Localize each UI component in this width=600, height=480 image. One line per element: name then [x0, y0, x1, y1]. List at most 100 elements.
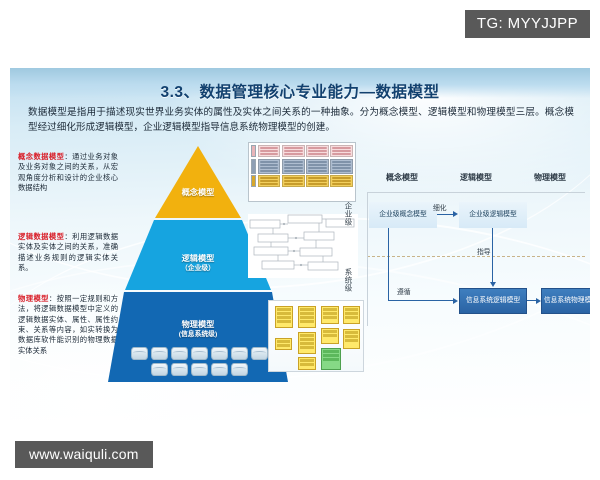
- schema-entity-box-highlight: [321, 348, 341, 370]
- annotation-physical-model: 物理模型：按照一定规则和方法，将逻辑数据模型中定义的逻辑数据实体、属性、属性约束…: [18, 294, 118, 356]
- database-icon: [250, 347, 268, 360]
- table-thumb-cell: [281, 158, 305, 174]
- database-icon: [210, 347, 228, 360]
- pyramid-level-logic: [125, 220, 271, 290]
- table-thumb-cells: [257, 175, 353, 187]
- table-thumb-row: [251, 175, 353, 187]
- flow-node-enterprise-concept[interactable]: 企业级概念模型: [369, 202, 437, 228]
- flow-node-system-physical[interactable]: 信息系统物理模型: [541, 288, 590, 314]
- annotation-separator: ：: [48, 294, 57, 303]
- database-icon: [130, 347, 148, 360]
- flow-divider-middle: [367, 256, 585, 257]
- database-icon: [210, 363, 228, 376]
- flow-axis-left: [367, 192, 368, 326]
- table-thumb-cell: [330, 158, 353, 174]
- schema-entity-box: [298, 357, 316, 370]
- flow-side-label-enterprise: 企业级: [344, 202, 353, 226]
- website-watermark: www.waiquli.com: [15, 441, 153, 468]
- slide-top-band: [10, 68, 590, 98]
- schema-entity-box: [275, 306, 293, 328]
- flow-connector-label-follow: 遵循: [397, 289, 411, 296]
- schema-entity-box: [298, 306, 316, 328]
- database-icon: [230, 363, 248, 376]
- pyramid-level-concept: [155, 146, 241, 218]
- database-icon: [230, 347, 248, 360]
- table-thumb-cell: [306, 145, 329, 157]
- flow-column-header-physical: 物理模型: [534, 173, 566, 182]
- schema-entity-box: [321, 328, 339, 344]
- annotation-text: 利用逻辑数据实体及实体之间的关系，准确描述业务规则的逻辑实体关系。: [18, 232, 119, 273]
- table-thumb-cell: [257, 145, 281, 157]
- flow-connector-label-guide: 指导: [477, 249, 491, 256]
- flow-connector-guide: [492, 228, 494, 282]
- pyramid-label-logic-sub: （企业级）: [181, 264, 215, 272]
- flow-connector-logic-to-physical: [527, 300, 536, 302]
- flow-arrowhead-logic-to-physical: [536, 297, 541, 304]
- flow-connector-label-refine: 细化: [433, 205, 447, 212]
- table-thumb-cells: [257, 145, 353, 157]
- model-flow-diagram: 概念模型 逻辑模型 物理模型 企业级 系统级 企业级概念模型 企业级逻辑模型 信…: [344, 172, 590, 332]
- er-diagram-sketch: [249, 214, 355, 271]
- table-thumb-cell: [257, 158, 281, 174]
- table-thumb-side: [251, 145, 256, 157]
- annotation-text: 通过业务对象及业务对象之间的关系，从宏观角度分析和设计的企业核心数据结构: [18, 152, 119, 193]
- schema-entity-box: [298, 332, 316, 354]
- annotation-separator: ：: [64, 232, 73, 241]
- flow-arrowhead-refine: [453, 211, 458, 217]
- table-thumb-cell: [281, 145, 305, 157]
- pyramid-label-logic: 逻辑模型 （企业级）: [108, 254, 288, 273]
- er-diagram-thumbnail: [248, 214, 358, 278]
- flow-column-header-concept: 概念模型: [386, 173, 418, 182]
- flow-arrowhead-guide: [489, 282, 496, 287]
- database-icon: [170, 363, 188, 376]
- flow-column-header-logic: 逻辑模型: [460, 173, 492, 182]
- flow-node-system-logic[interactable]: 信息系统逻辑模型: [459, 288, 527, 314]
- database-icon: [170, 347, 188, 360]
- database-icon-grid: [126, 347, 272, 376]
- pyramid-label-physical-main: 物理模型: [181, 320, 215, 329]
- table-thumb-cell: [306, 158, 329, 174]
- annotation-logical-model: 逻辑数据模型：利用逻辑数据实体及实体之间的关系，准确描述业务规则的逻辑实体关系。: [18, 232, 118, 273]
- table-thumbnail: [248, 142, 356, 202]
- database-icon: [150, 347, 168, 360]
- table-thumb-side: [251, 175, 256, 187]
- data-model-pyramid: 概念模型 逻辑模型 （企业级） 物理模型 (信息系统级): [108, 142, 288, 388]
- annotation-concept-model: 概念数据模型：通过业务对象及业务对象之间的关系，从宏观角度分析和设计的企业核心数…: [18, 152, 118, 193]
- table-thumb-cell: [306, 175, 329, 187]
- table-thumb-cell: [257, 175, 281, 187]
- flow-side-label-system: 系统级: [344, 268, 353, 292]
- slide-description: 数据模型是指用于描述现实世界业务实体的属性及实体之间关系的一种抽象。分为概念模型…: [28, 107, 574, 133]
- schema-entity-box: [343, 329, 360, 349]
- database-icon: [190, 347, 208, 360]
- database-icon: [190, 363, 208, 376]
- database-icon: [150, 363, 168, 376]
- annotation-term: 逻辑数据模型: [18, 232, 65, 241]
- pyramid-label-physical: 物理模型 (信息系统级): [108, 320, 288, 339]
- tg-handle-badge: TG: MYYJJPP: [464, 10, 590, 38]
- schema-entity-box: [275, 338, 292, 350]
- pyramid-label-logic-main: 逻辑模型: [181, 254, 215, 263]
- schema-entity-box: [321, 306, 339, 324]
- flow-arrowhead-follow: [453, 297, 458, 304]
- annotation-separator: ：: [64, 152, 73, 161]
- presentation-slide: 3.3、数据管理核心专业能力—数据模型 数据模型是指用于描述现实世界业务实体的属…: [10, 68, 590, 420]
- table-thumb-row: [251, 158, 353, 174]
- flow-node-enterprise-logic[interactable]: 企业级逻辑模型: [459, 202, 527, 228]
- flow-divider-top: [367, 192, 585, 193]
- table-thumb-cell: [330, 175, 353, 187]
- table-thumb-cell: [330, 145, 353, 157]
- table-thumb-cells: [257, 158, 353, 174]
- slide-title: 3.3、数据管理核心专业能力—数据模型: [160, 84, 440, 101]
- flow-connector-refine: [437, 214, 453, 216]
- table-thumb-row: [251, 145, 353, 157]
- table-thumb-side: [251, 158, 256, 174]
- annotation-term: 概念数据模型: [18, 152, 65, 161]
- flow-connector-follow-horizontal: [388, 300, 453, 302]
- annotation-term: 物理模型: [18, 294, 49, 303]
- table-thumb-cell: [281, 175, 305, 187]
- flow-connector-follow-vertical: [388, 228, 390, 301]
- annotation-text: 按照一定规则和方法，将逻辑数据模型中定义的逻辑数据实体、属性、属性约束、关系等内…: [18, 294, 119, 355]
- pyramid-label-physical-sub: (信息系统级): [178, 330, 218, 338]
- pyramid-label-concept: 概念模型: [181, 188, 215, 197]
